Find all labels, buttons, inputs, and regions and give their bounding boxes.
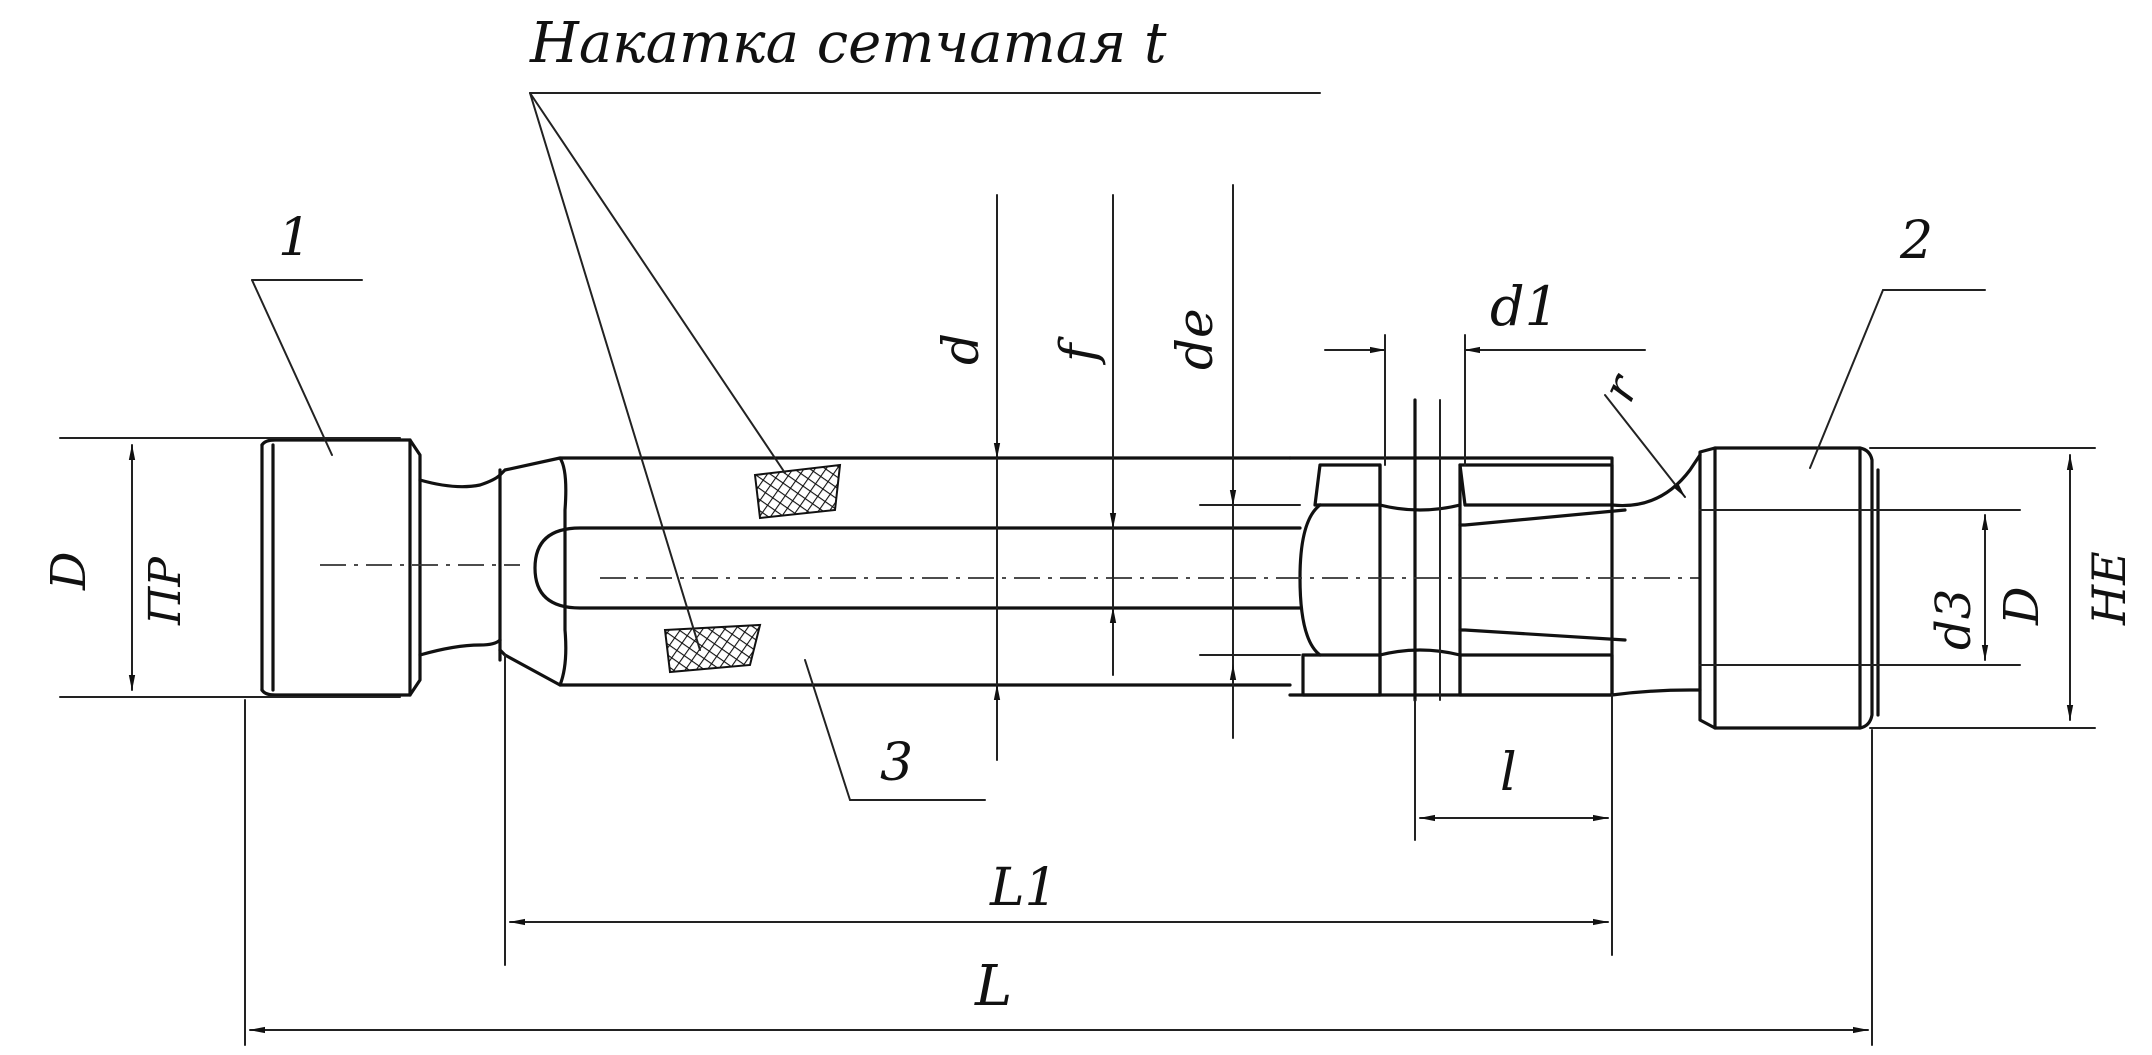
dim-label-d3: d3	[1926, 589, 1982, 650]
dim-label-r: r	[1591, 364, 1651, 409]
dim-label-L1: L1	[989, 858, 1058, 918]
dim-label-f: f	[1049, 336, 1107, 366]
knurl-patch-bottom	[663, 623, 762, 674]
dim-label-D-right: D	[1994, 587, 2050, 626]
go-ring-part-1	[260, 438, 520, 697]
part-number-3: 3	[880, 733, 913, 793]
dim-label-l: l	[1500, 743, 1517, 803]
dim-label-d: d	[932, 333, 990, 365]
dimension-lines	[59, 92, 2096, 1046]
part-number-2: 2	[1899, 211, 1933, 271]
dim-label-PR: ПР	[140, 556, 191, 626]
handle-part-3	[498, 456, 1302, 687]
dim-label-D-left: D	[41, 552, 97, 591]
dim-label-L: L	[974, 954, 1012, 1019]
no-go-ring-part-2	[1610, 446, 1880, 730]
dim-label-NE: НЕ	[2082, 551, 2136, 626]
dim-label-d1: d1	[1490, 275, 1559, 338]
part-number-1: 1	[278, 208, 311, 268]
knurl-patch-top	[753, 463, 842, 520]
knurl-note-label: Накатка сетчатая t	[529, 11, 1167, 76]
dim-label-de: de	[1166, 308, 1224, 370]
